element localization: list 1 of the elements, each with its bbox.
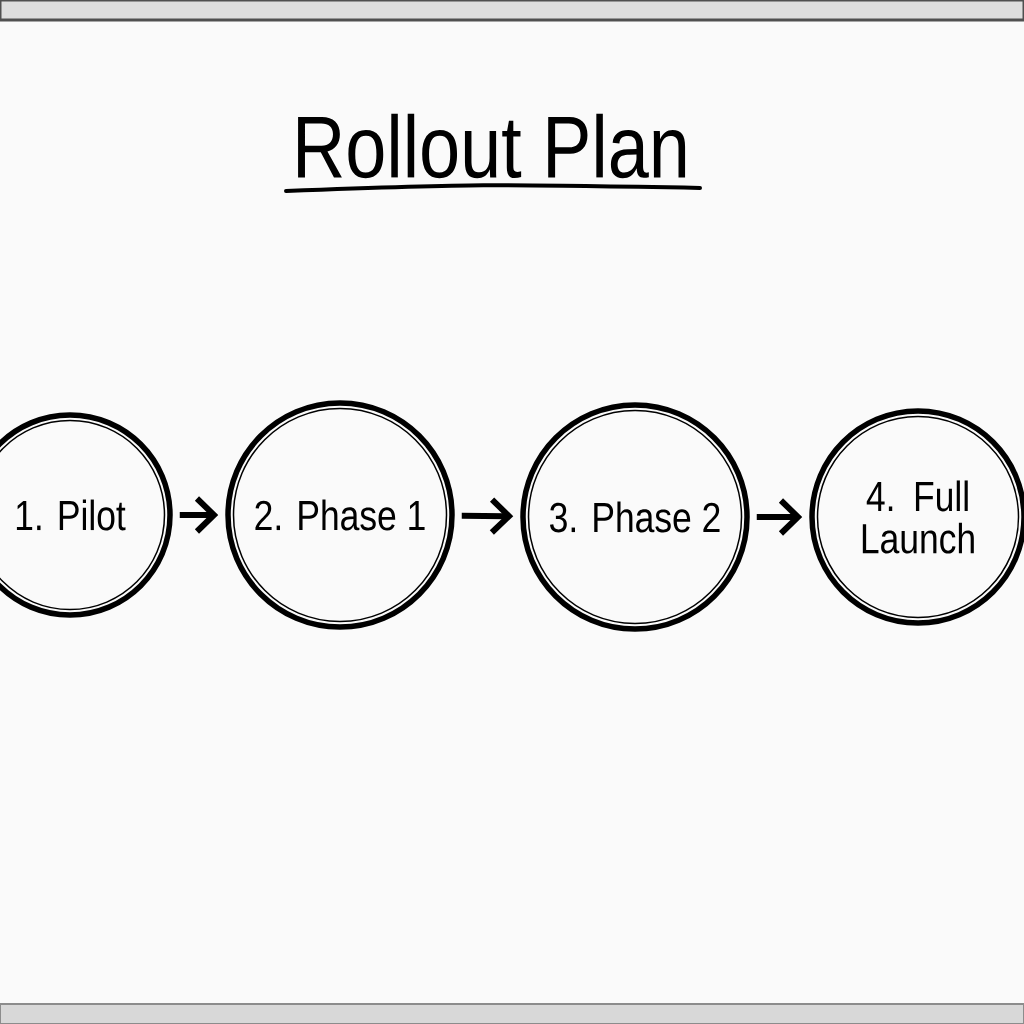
title: Rollout Plan bbox=[298, 113, 686, 179]
